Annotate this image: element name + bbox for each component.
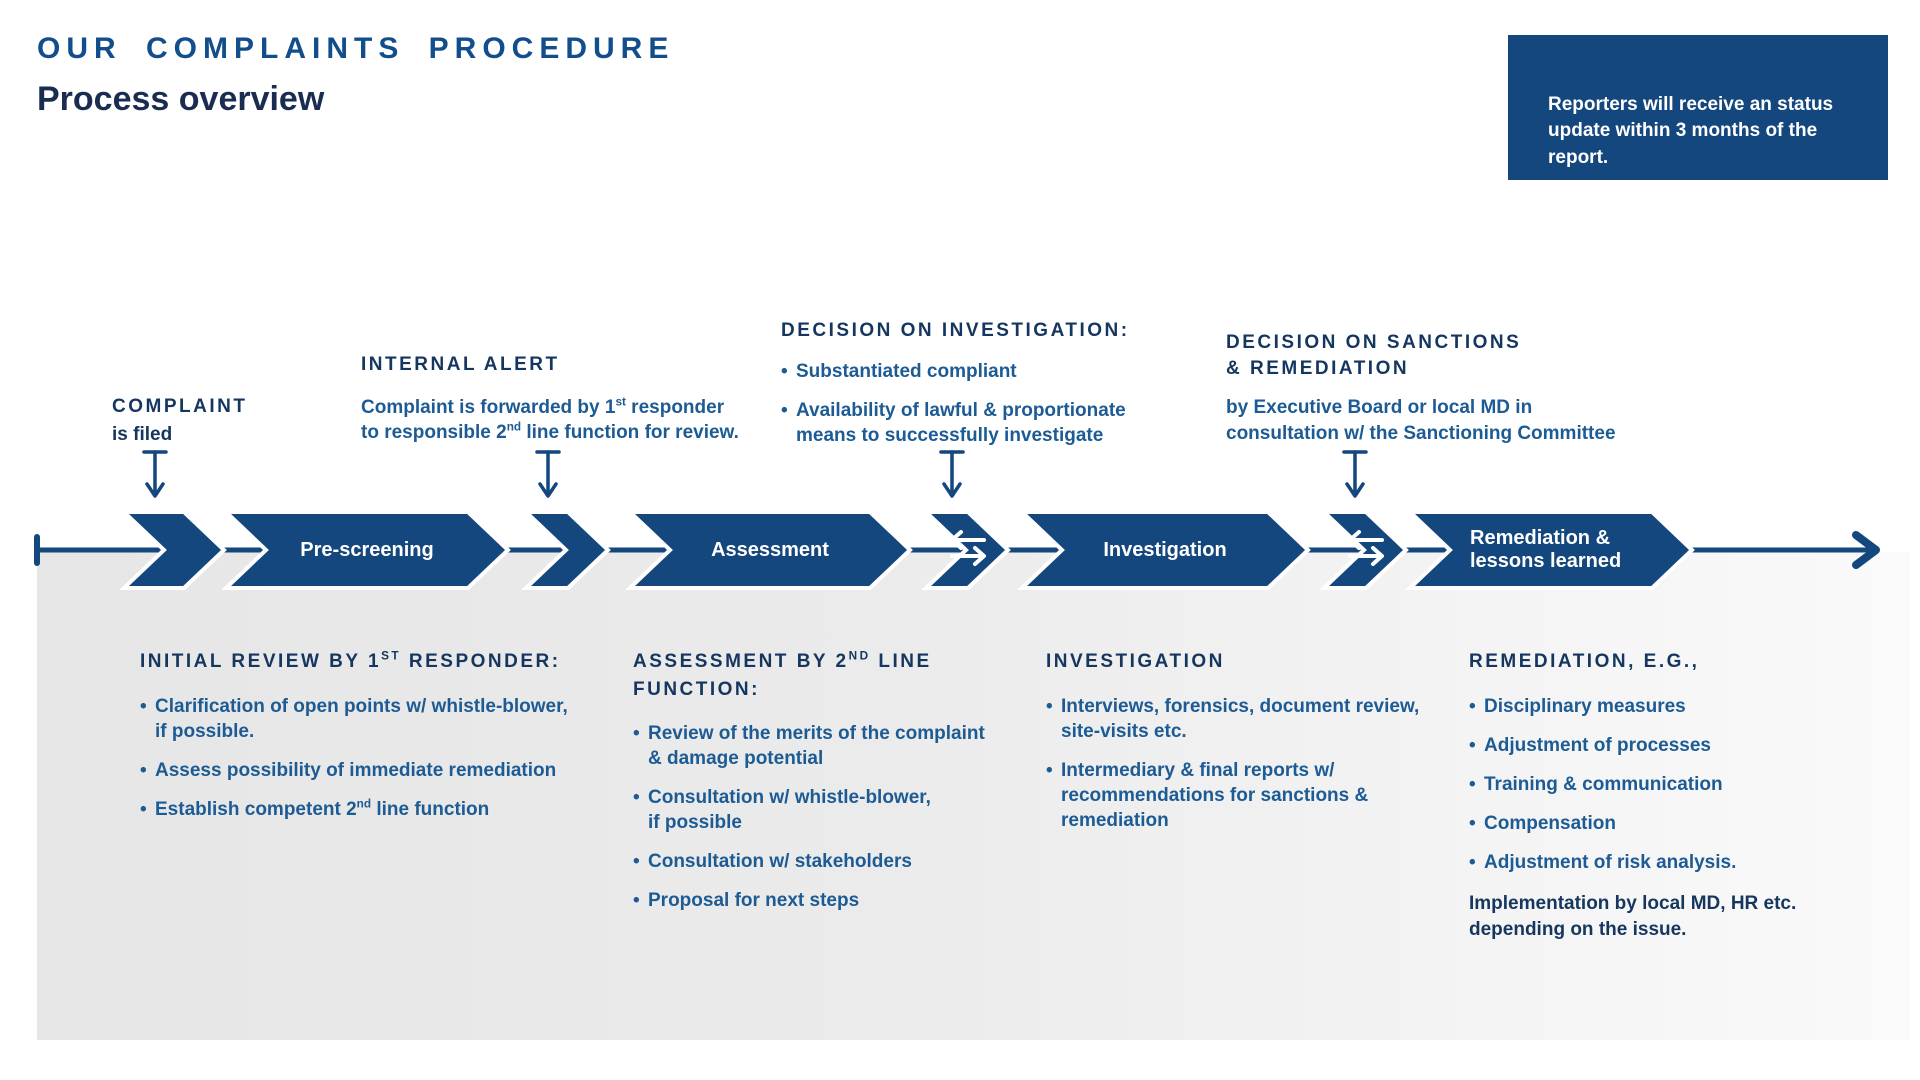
exchange-arrows-icon <box>1348 530 1384 566</box>
bullet-item: Adjustment of processes <box>1469 733 1899 758</box>
annotation-decision-investigation-heading: DECISION ON INVESTIGATION: <box>781 320 1130 341</box>
bullet-item: Disciplinary measures <box>1469 694 1899 719</box>
annotation-complaint-heading: COMPLAINT <box>112 396 248 417</box>
bullet-item: Consultation w/ whistle-blower, if possi… <box>633 785 993 835</box>
bullet-item: Clarification of open points w/ whistle-… <box>140 694 605 744</box>
column-assessment-bullets: Review of the merits of the complaint & … <box>633 721 993 914</box>
column-assessment-heading: ASSESSMENT BY 2ND LINE FUNCTION: <box>633 649 932 700</box>
chevron-connector-exchange <box>1318 510 1409 590</box>
chevron-connector <box>118 510 227 590</box>
stage-chevron-remediation <box>1404 510 1695 590</box>
annotation-decision-sanctions: DECISION ON SANCTIONS & REMEDIATION by E… <box>1226 330 1666 447</box>
bullet-item: Establish competent 2nd line function <box>140 797 605 822</box>
annotation-decision-sanctions-heading: DECISION ON SANCTIONS & REMEDIATION <box>1226 332 1522 379</box>
annotation-internal-alert-heading: INTERNAL ALERT <box>361 354 560 375</box>
stage-chevron-assessment <box>624 510 913 590</box>
stage-chevron-investigation <box>1016 510 1311 590</box>
column-remediation-note: Implementation by local MD, HR etc. depe… <box>1469 892 1797 940</box>
bullet-item: Assess possibility of immediate remediat… <box>140 758 605 783</box>
bullet-item: Training & communication <box>1469 772 1899 797</box>
annotation-internal-alert: INTERNAL ALERT Complaint is forwarded by… <box>361 352 781 446</box>
column-initial-review: INITIAL REVIEW BY 1ST RESPONDER: Clarifi… <box>140 648 605 836</box>
down-arrow-icon <box>939 450 965 498</box>
annotation-complaint-body: is filed <box>112 423 173 445</box>
stage-chevron-pre-screening <box>220 510 511 590</box>
column-investigation: INVESTIGATION Interviews, forensics, doc… <box>1046 648 1446 847</box>
down-arrow-icon <box>142 450 168 498</box>
process-timeline <box>34 450 1880 590</box>
reporter-update-info-box: Reporters will receive an status update … <box>1508 35 1888 180</box>
timeline-arrowhead-icon <box>1852 531 1880 569</box>
page-title: OUR COMPLAINTS PROCEDURE <box>37 32 675 65</box>
column-remediation-heading: REMEDIATION, E.G., <box>1469 651 1700 672</box>
bullet-item: Compensation <box>1469 811 1899 836</box>
column-initial-review-bullets: Clarification of open points w/ whistle-… <box>140 694 605 822</box>
annotation-decision-sanctions-body: by Executive Board or local MD in consul… <box>1226 397 1616 444</box>
column-initial-review-heading: INITIAL REVIEW BY 1ST RESPONDER: <box>140 649 561 672</box>
bullet-item: Consultation w/ stakeholders <box>633 849 993 874</box>
column-investigation-heading: INVESTIGATION <box>1046 651 1225 672</box>
bullet-item: Intermediary & final reports w/ recommen… <box>1046 758 1446 833</box>
exchange-arrows-icons <box>950 530 1384 566</box>
annotation-internal-alert-body: Complaint is forwarded by 1st responder … <box>361 395 739 444</box>
bullet-item: Proposal for next steps <box>633 888 993 913</box>
column-assessment: ASSESSMENT BY 2ND LINE FUNCTION: Review … <box>633 648 993 928</box>
exchange-arrows-icon <box>950 530 986 566</box>
chevron-connector-exchange <box>920 510 1011 590</box>
page-subtitle: Process overview <box>37 80 325 118</box>
bullet-item: Review of the merits of the complaint & … <box>633 721 993 771</box>
down-arrow-icon <box>1342 450 1368 498</box>
column-investigation-bullets: Interviews, forensics, document review, … <box>1046 694 1446 833</box>
chevron-connector <box>520 510 611 590</box>
bullet-item: Interviews, forensics, document review, … <box>1046 694 1446 744</box>
down-arrow-icon <box>535 450 561 498</box>
annotation-decision-investigation: DECISION ON INVESTIGATION: Substantiated… <box>781 318 1211 462</box>
column-remediation-bullets: Disciplinary measuresAdjustment of proce… <box>1469 694 1899 875</box>
column-remediation: REMEDIATION, E.G., Disciplinary measures… <box>1469 648 1899 942</box>
bullet-item: Substantiated compliant <box>781 359 1211 384</box>
info-box-text: Reporters will receive an status update … <box>1548 93 1834 168</box>
annotation-complaint: COMPLAINT is filed <box>112 394 372 447</box>
stage-chevrons <box>118 510 1695 590</box>
bullet-item: Availability of lawful & proportionate m… <box>781 398 1211 448</box>
annotation-decision-investigation-bullets: Substantiated compliantAvailability of l… <box>781 359 1211 448</box>
down-arrow-icons <box>142 450 1368 498</box>
bullet-item: Adjustment of risk analysis. <box>1469 850 1899 875</box>
